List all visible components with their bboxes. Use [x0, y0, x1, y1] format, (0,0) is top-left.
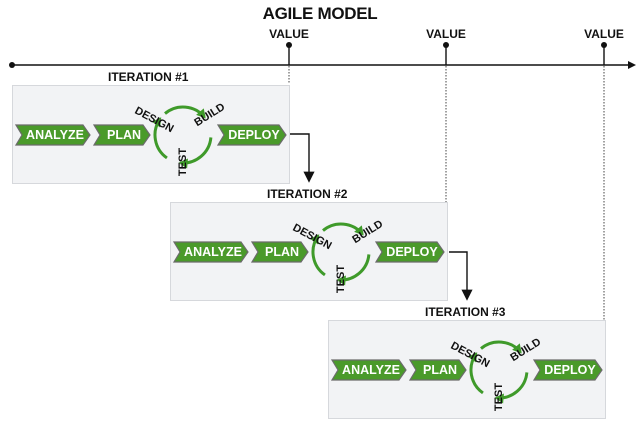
- analyze-label: ANALYZE: [184, 245, 242, 259]
- value-marker-1: [286, 42, 292, 84]
- connector-2-to-3: [449, 251, 473, 301]
- plan-label: PLAN: [106, 128, 142, 142]
- connector-1-to-2: [290, 133, 315, 183]
- chevron-shape: [93, 124, 151, 146]
- iteration-2-label: ITERATION #2: [267, 187, 348, 201]
- build-to-test-arrow-head: [178, 158, 188, 169]
- cycle-arrows-icon: [467, 340, 529, 404]
- analyze-step: ANALYZE: [173, 241, 249, 263]
- timeline-axis: [9, 61, 636, 69]
- timeline-arrow-icon: [628, 61, 636, 69]
- design-to-build-arrow-head: [512, 343, 522, 354]
- deploy-step: DEPLOY: [533, 359, 603, 381]
- cycle-arrows-icon: [309, 222, 371, 286]
- value-label-1: VALUE: [269, 27, 309, 41]
- diagram-title: AGILE MODEL: [262, 4, 378, 23]
- test-to-design-arrow-head: [151, 117, 162, 128]
- value-marker-3: [601, 42, 607, 320]
- test-to-design-arrow-head: [309, 234, 320, 245]
- timeline-start-dot: [9, 62, 15, 68]
- deploy-step: DEPLOY: [375, 241, 445, 263]
- build-to-test-arrow-head: [494, 393, 504, 404]
- build-to-test-arrow-head: [336, 275, 346, 286]
- value-label-2: VALUE: [426, 27, 466, 41]
- chevron-shape: [533, 359, 603, 381]
- deploy-label: DEPLOY: [386, 245, 438, 259]
- chevron-shape: [217, 124, 287, 146]
- plan-step: PLAN: [93, 124, 151, 146]
- analyze-step: ANALYZE: [15, 124, 91, 146]
- value-marker-2: [443, 42, 449, 202]
- analyze-label: ANALYZE: [26, 128, 84, 142]
- plan-label: PLAN: [264, 245, 300, 259]
- chevron-shape: [375, 241, 445, 263]
- chevron-shape: [173, 241, 249, 263]
- iteration-1-label: ITERATION #1: [108, 70, 189, 84]
- plan-label: PLAN: [422, 363, 458, 377]
- value-label-3: VALUE: [584, 27, 624, 41]
- chevron-shape: [251, 241, 309, 263]
- design-to-build-arrow-head: [196, 108, 206, 119]
- analyze-step: ANALYZE: [331, 359, 407, 381]
- chevron-shape: [409, 359, 467, 381]
- deploy-label: DEPLOY: [228, 128, 280, 142]
- chevron-shape: [15, 124, 91, 146]
- plan-step: PLAN: [409, 359, 467, 381]
- test-to-design-arrow-head: [467, 352, 478, 363]
- cycle-test-label: TEST: [177, 147, 190, 177]
- analyze-label: ANALYZE: [342, 363, 400, 377]
- plan-step: PLAN: [251, 241, 309, 263]
- cycle-arrows-icon: [151, 105, 213, 169]
- deploy-step: DEPLOY: [217, 124, 287, 146]
- chevron-shape: [331, 359, 407, 381]
- cycle-test-label: TEST: [493, 382, 506, 412]
- deploy-label: DEPLOY: [544, 363, 596, 377]
- design-to-build-arrow-head: [354, 225, 364, 236]
- cycle-test-label: TEST: [335, 264, 348, 294]
- iteration-3-label: ITERATION #3: [425, 305, 506, 319]
